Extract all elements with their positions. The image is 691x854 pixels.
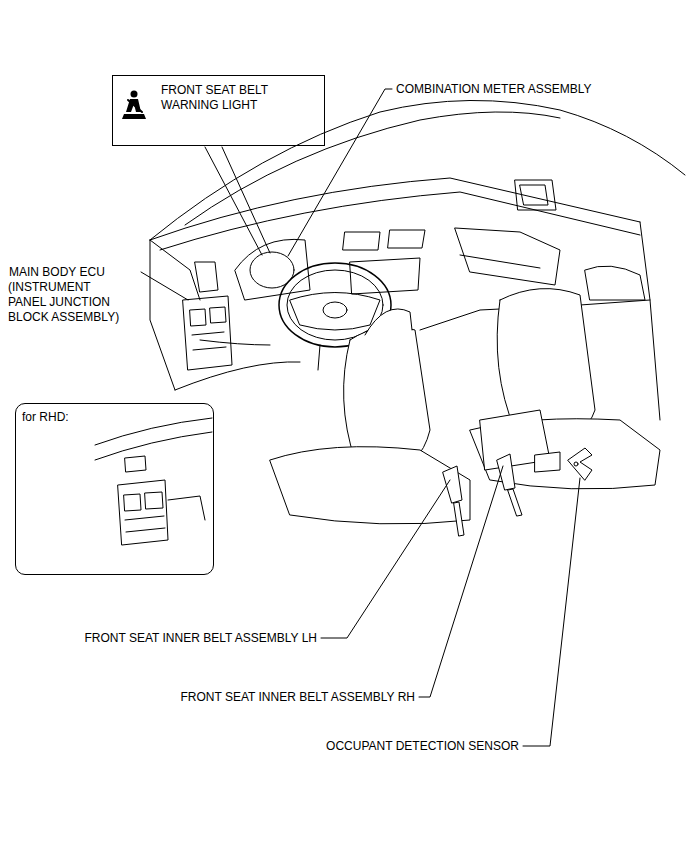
inset-panel: for RHD: <box>15 403 214 575</box>
part-label: OCCUPANT DETECTION SENSOR <box>200 739 520 754</box>
seat-belt-buckles <box>443 454 522 536</box>
part-label: COMBINATION METER ASSEMBLY <box>395 82 655 97</box>
callout-box: FRONT SEAT BELT WARNING LIGHT <box>112 75 325 146</box>
seatbelt-icon <box>122 91 146 120</box>
part-label: MAIN BODY ECU (INSTRUMENT PANEL JUNCTION… <box>8 265 128 325</box>
part-label-text: FRONT SEAT INNER BELT ASSEMBLY RH <box>179 690 416 704</box>
front-seats <box>270 266 660 524</box>
part-label: FRONT SEAT INNER BELT ASSEMBLY RH <box>60 690 416 705</box>
occupant-sensor <box>568 448 592 480</box>
node-text: FRONT SEAT BELT WARNING LIGHT <box>161 83 286 113</box>
junction-block <box>183 296 232 370</box>
part-label-text: MAIN BODY ECU (INSTRUMENT PANEL JUNCTION… <box>8 265 120 324</box>
part-label: FRONT SEAT INNER BELT ASSEMBLY LH <box>8 631 318 646</box>
leader-lines <box>141 89 580 746</box>
part-label-text: FRONT SEAT INNER BELT ASSEMBLY LH <box>83 631 318 645</box>
node-text: for RHD: <box>22 410 172 425</box>
part-label-text: OCCUPANT DETECTION SENSOR <box>325 739 520 753</box>
rhd-inset-illustration <box>95 418 212 545</box>
part-label-text: COMBINATION METER ASSEMBLY <box>395 82 593 96</box>
